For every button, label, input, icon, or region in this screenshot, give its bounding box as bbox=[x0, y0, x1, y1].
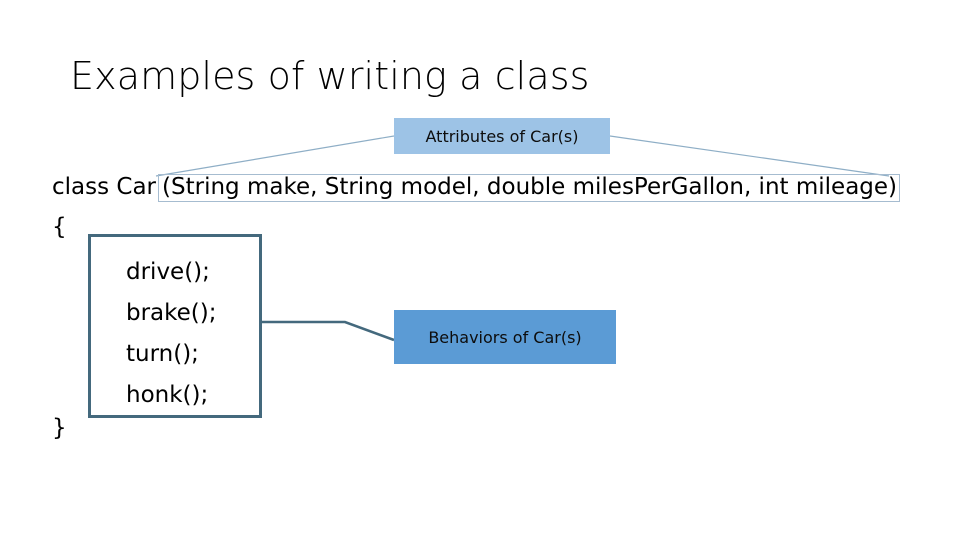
behaviors-callout-box[interactable]: Behaviors of Car(s) bbox=[394, 310, 616, 364]
attributes-connector-right bbox=[609, 135, 890, 177]
class-parameter-list: (String make, String model, double miles… bbox=[158, 174, 901, 202]
behaviors-connector bbox=[262, 320, 395, 342]
class-signature-line: class Car (String make, String model, do… bbox=[52, 174, 901, 202]
method-item: turn(); bbox=[126, 341, 199, 367]
behaviors-callout-label: Behaviors of Car(s) bbox=[428, 327, 582, 347]
methods-box bbox=[88, 234, 262, 418]
method-item: honk(); bbox=[126, 382, 209, 408]
attributes-callout-box[interactable]: Attributes of Car(s) bbox=[394, 118, 610, 154]
attributes-callout-label: Attributes of Car(s) bbox=[425, 126, 579, 146]
attributes-connector-left bbox=[155, 135, 395, 177]
method-item: brake(); bbox=[126, 300, 217, 326]
method-item: drive(); bbox=[126, 259, 210, 285]
methods-list: drive(); brake(); turn(); honk(); bbox=[126, 252, 217, 416]
code-brace-close: } bbox=[52, 415, 67, 441]
class-signature-head: class Car bbox=[52, 174, 157, 200]
code-brace-open: { bbox=[52, 214, 67, 240]
page-title: Examples of writing a class bbox=[70, 54, 590, 98]
